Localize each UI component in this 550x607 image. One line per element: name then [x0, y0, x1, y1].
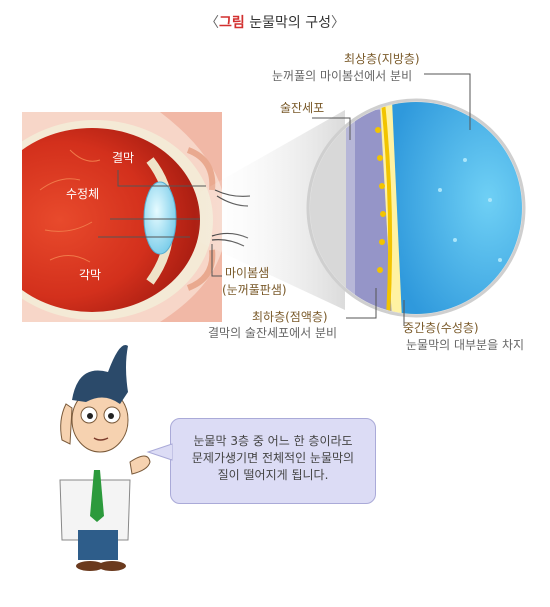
speech-bubble: 눈물막 3층 중 어느 한 층이라도 문제가생기면 전체적인 눈물막의 질이 떨…: [170, 418, 376, 504]
zoom-view: [306, 98, 526, 318]
bubble-line-3: 질이 떨어지게 됩니다.: [217, 468, 329, 482]
title-open-bracket: 〈: [205, 15, 220, 31]
title-close-bracket: 〉: [330, 15, 345, 31]
label-lens: 수정체: [66, 187, 100, 201]
label-meibomian: 마이봄샘: [225, 266, 270, 280]
eye-cross-section: [22, 112, 222, 322]
title-text: 눈물막의 구성: [244, 15, 331, 31]
speech-bubble-tail: [146, 443, 173, 461]
label-mucin-layer: 최하층(점액층): [252, 310, 328, 324]
zoom-cone: [195, 110, 345, 310]
label-mucin-desc: 결막의 술잔세포에서 분비: [208, 326, 338, 340]
label-conjunctiva: 결막: [112, 151, 135, 165]
figure-title: 〈그림 눈물막의 구성〉: [0, 12, 550, 32]
label-cornea: 각막: [79, 268, 102, 282]
label-meibomian-desc: (눈꺼풀판샘): [222, 283, 287, 297]
doctor-character: [59, 345, 151, 571]
label-aqueous-layer: 중간층(수성층): [403, 321, 479, 335]
leader-lines: [98, 73, 471, 326]
label-goblet-cell: 술잔세포: [280, 101, 325, 115]
label-lipid-desc: 눈꺼풀의 마이봄선에서 분비: [272, 69, 413, 83]
title-lead: 그림: [219, 15, 245, 31]
label-aqueous-desc: 눈물막의 대부분을 차지: [406, 338, 525, 352]
bubble-line-1: 눈물막 3층 중 어느 한 층이라도: [193, 434, 353, 448]
bubble-line-2: 문제가생기면 전체적인 눈물막의: [191, 451, 355, 465]
label-lipid-layer: 최상층(지방층): [344, 52, 420, 66]
